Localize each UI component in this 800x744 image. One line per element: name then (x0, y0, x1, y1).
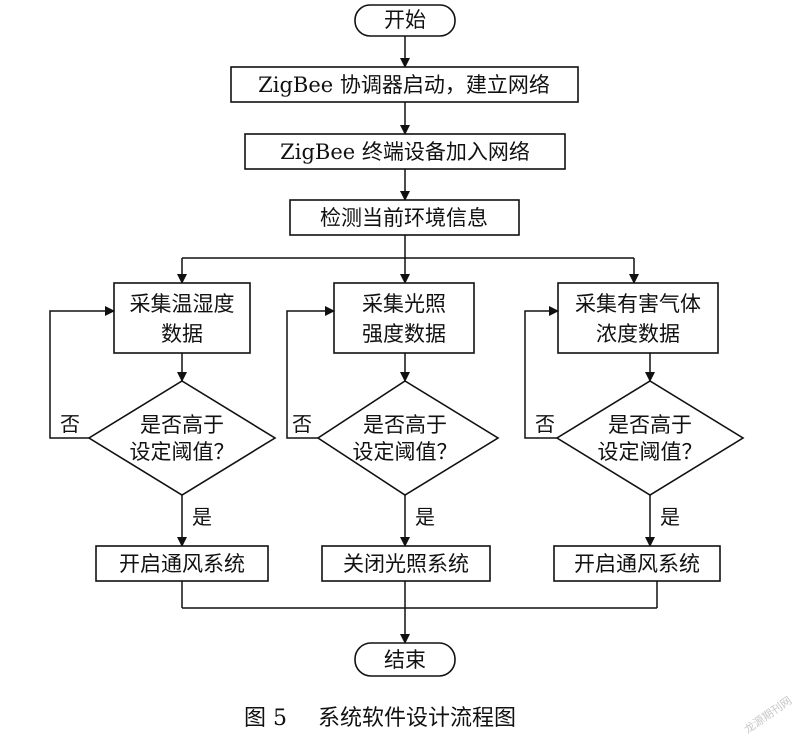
collect-temp-humidity-box (113, 282, 251, 354)
loop-no-col1 (49, 306, 115, 439)
no-label-col2: 否 (292, 412, 312, 436)
figure-number: 图 5 (244, 706, 287, 731)
lighting-off-box (321, 545, 491, 582)
end-terminator (354, 642, 456, 677)
collect-light-line1: 采集光照 (362, 292, 446, 316)
collect-light-line2: 强度数据 (362, 322, 446, 346)
collect-light-box (333, 282, 475, 354)
decision-col3-line2: 设定阈值？ (598, 440, 703, 464)
loop-no-col2 (286, 306, 335, 439)
ventilation-on-label-col3: 开启通风系统 (574, 552, 700, 576)
detect-environment-label: 检测当前环境信息 (320, 206, 488, 230)
decision-col3-diamond (555, 380, 745, 496)
watermark: 龙源期刊网 (741, 693, 794, 736)
ventilation-on-box-col3 (553, 545, 721, 582)
loop-no-col3 (524, 306, 559, 439)
yes-label-col1: 是 (192, 505, 212, 529)
ventilation-on-box-col1 (95, 545, 269, 582)
collect-temp-humidity-line2: 数据 (161, 322, 203, 346)
ventilation-on-label-col1: 开启通风系统 (119, 552, 245, 576)
collect-gas-box (557, 282, 719, 354)
decision-col1-line1: 是否高于 (140, 413, 224, 437)
decision-col2-line1: 是否高于 (363, 413, 447, 437)
coordinator-start-box (230, 66, 579, 103)
yes-label-col3: 是 (660, 505, 680, 529)
yes-label-col2: 是 (415, 505, 435, 529)
detect-environment-box (289, 199, 520, 236)
decision-col1-diamond (87, 380, 277, 496)
figure-caption: 系统软件设计流程图 (318, 706, 516, 731)
collect-temp-humidity-line1: 采集温湿度 (130, 292, 235, 316)
no-label-col3: 否 (535, 412, 555, 436)
no-label-col1: 否 (60, 412, 80, 436)
start-label: 开始 (384, 8, 426, 32)
decision-col3-line1: 是否高于 (608, 413, 692, 437)
terminal-join-label: ZigBee 终端设备加入网络 (280, 140, 530, 164)
coordinator-start-label: ZigBee 协调器启动，建立网络 (258, 73, 550, 97)
collect-gas-line1: 采集有害气体 (575, 292, 701, 316)
decision-col2-line2: 设定阈值？ (353, 440, 458, 464)
collect-gas-line2: 浓度数据 (596, 322, 680, 346)
lighting-off-label: 关闭光照系统 (343, 552, 469, 576)
decision-col1-line2: 设定阈值？ (130, 440, 235, 464)
end-label: 结束 (384, 648, 426, 672)
decision-col2-diamond (316, 380, 500, 496)
